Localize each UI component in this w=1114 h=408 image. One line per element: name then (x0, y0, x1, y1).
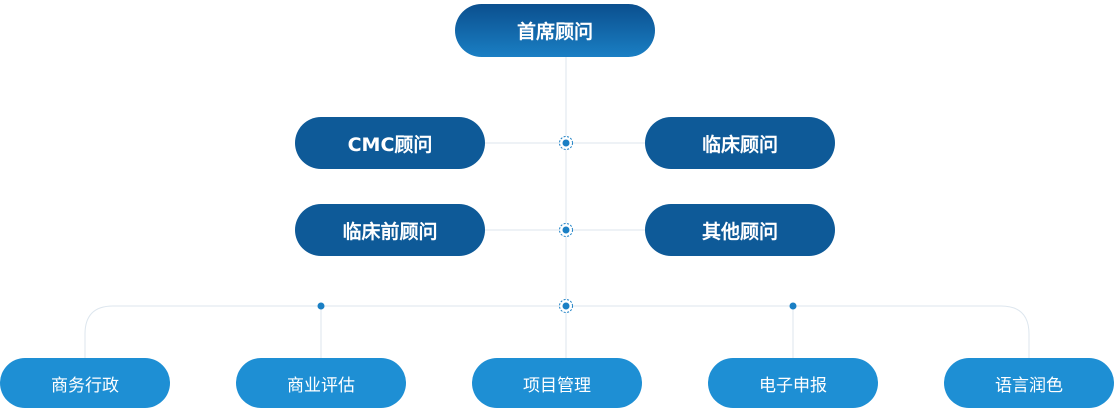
bottom-bus-line (84, 305, 1030, 358)
chief-advisor-node: 首席顾问 (455, 4, 655, 57)
junction-bottom-center (559, 299, 573, 313)
other-advisor-label: 其他顾问 (701, 220, 778, 243)
service-label: 项目管理 (523, 375, 591, 396)
service-label: 语言润色 (995, 375, 1063, 396)
clinical-advisor-node: 临床顾问 (645, 117, 835, 169)
preclinical-advisor-node: 临床前顾问 (295, 204, 485, 256)
service-node-electronic-submission: 电子申报 (708, 358, 878, 408)
service-label: 商务行政 (51, 375, 119, 396)
cmc-advisor-label: CMC顾问 (347, 133, 433, 156)
junction-bottom-left (317, 302, 325, 310)
clinical-advisor-label: 临床顾问 (701, 133, 778, 156)
service-label: 商业评估 (287, 375, 355, 396)
service-node-commercial-assessment: 商业评估 (236, 358, 406, 408)
service-label: 电子申报 (759, 375, 827, 396)
service-node-business-admin: 商务行政 (0, 358, 170, 408)
preclinical-advisor-label: 临床前顾问 (342, 220, 438, 243)
junction-row1 (559, 136, 573, 150)
service-node-project-management: 项目管理 (472, 358, 642, 408)
other-advisor-node: 其他顾问 (645, 204, 835, 256)
junction-bottom-right (789, 302, 797, 310)
service-node-language-editing: 语言润色 (944, 358, 1114, 408)
chief-advisor-label: 首席顾问 (516, 21, 593, 43)
cmc-advisor-node: CMC顾问 (295, 117, 485, 169)
junction-row2 (559, 223, 573, 237)
